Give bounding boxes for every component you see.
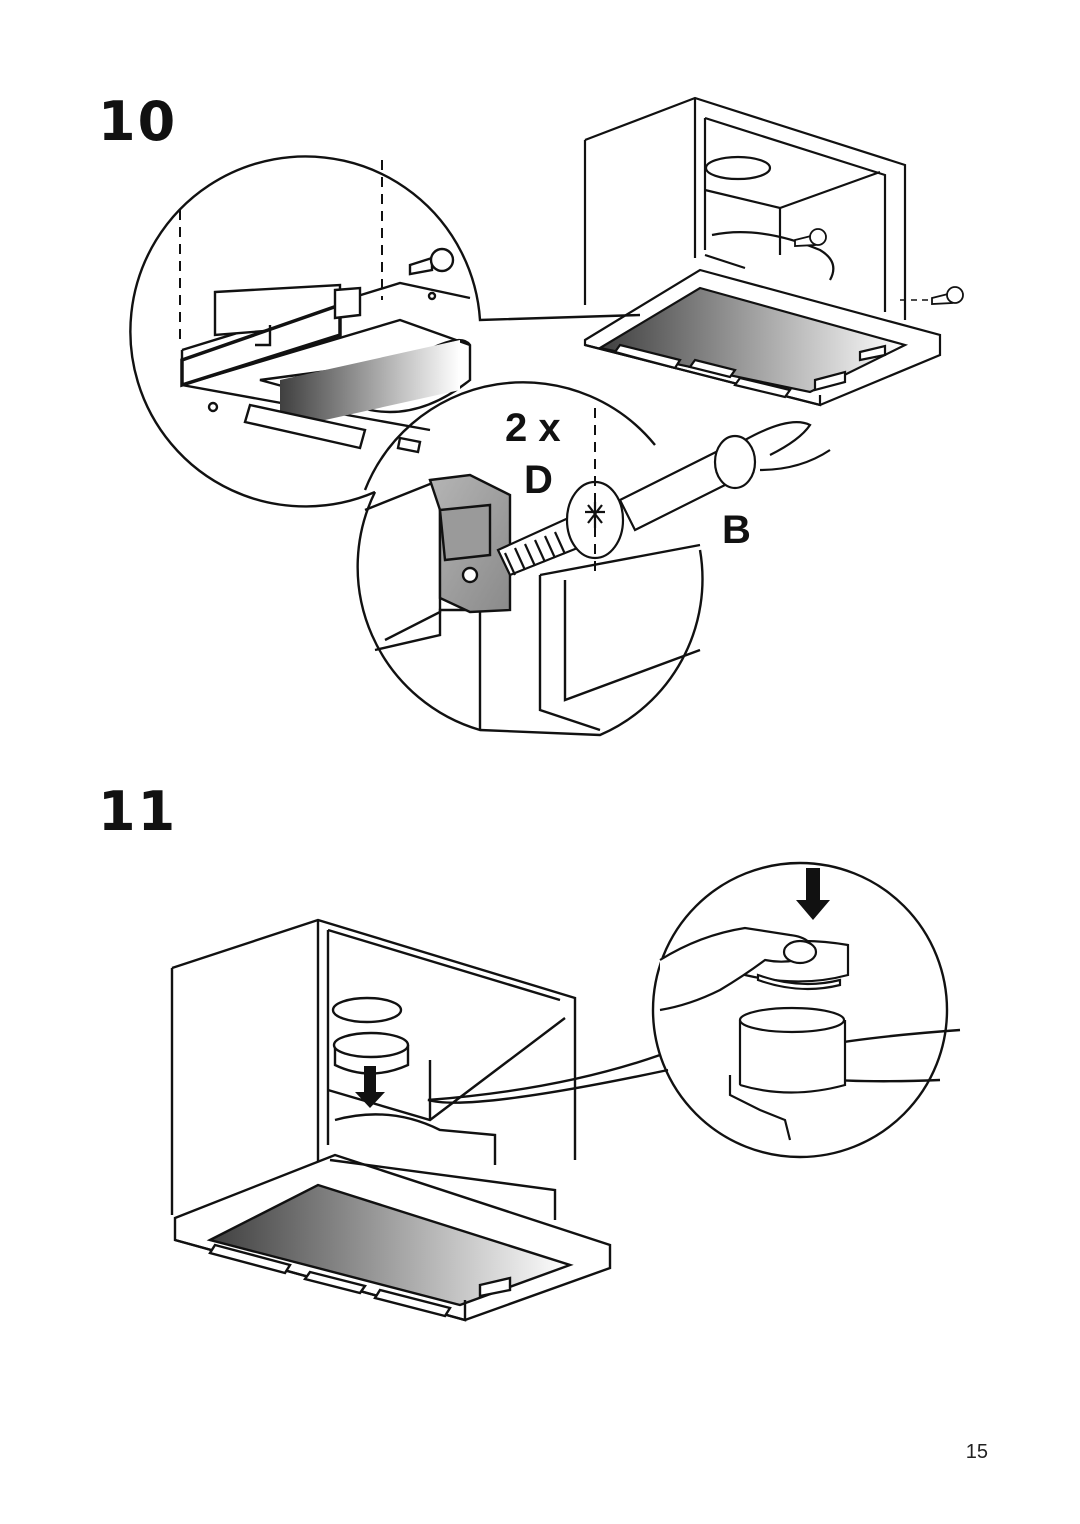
down-arrow-icon [355, 868, 830, 1108]
page-number: 15 [965, 1441, 988, 1463]
mounting-bracket [428, 473, 512, 614]
step-number-10: 10 [98, 90, 178, 153]
fan-collar [332, 1031, 410, 1075]
screw-icon [794, 228, 964, 305]
collar-part [728, 939, 850, 1141]
detail-circle-collar [427, 861, 961, 1159]
hood-step11 [173, 1113, 612, 1322]
screw-detail [496, 434, 757, 577]
hood-cabinet-step10 [583, 96, 907, 320]
hood-step10 [583, 268, 942, 407]
detail-circle-bracket [129, 155, 641, 508]
detail-circle-screw [356, 381, 704, 737]
part-label-d: D [524, 458, 553, 502]
step-number-11: 11 [98, 780, 178, 843]
hand-illustration [744, 421, 831, 472]
part-label-b: B [722, 508, 751, 552]
quantity-label: 2 x [505, 406, 561, 450]
hand-illustration-step11 [659, 926, 818, 1012]
